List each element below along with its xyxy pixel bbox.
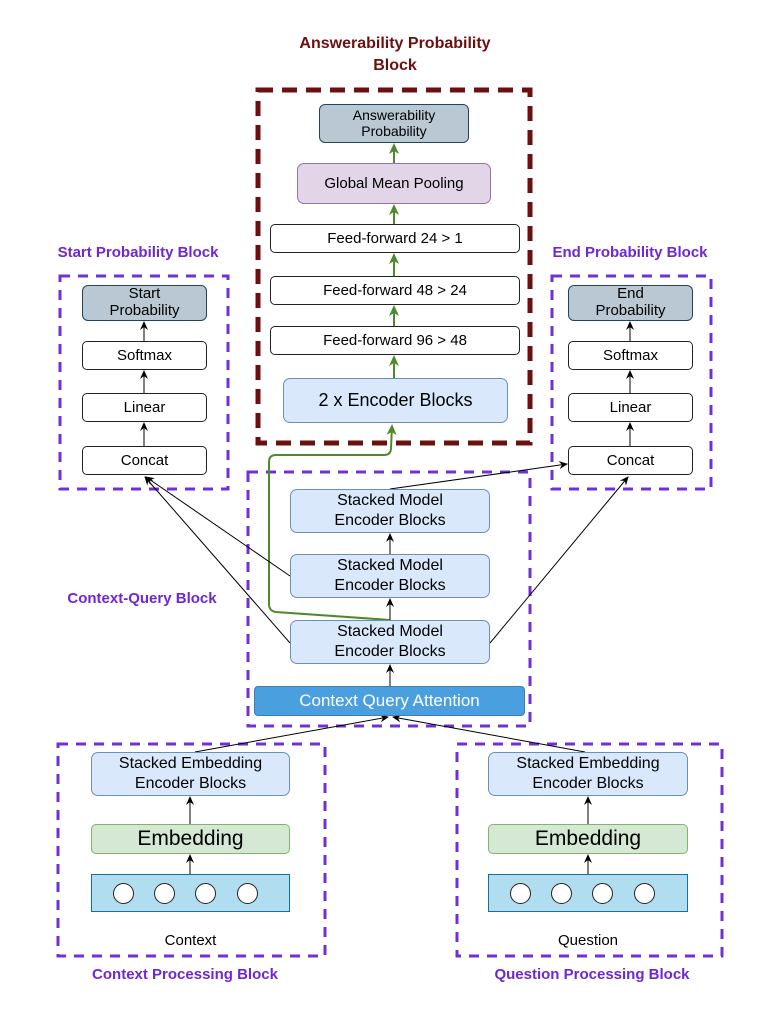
context-input-label: Context	[164, 932, 217, 949]
context-query-attention: Context Query Attention	[254, 686, 525, 716]
context-query-block-title: Context-Query Block	[67, 590, 217, 607]
token-circle	[195, 883, 216, 904]
question-embedding: Embedding	[488, 824, 688, 854]
token-circle	[154, 883, 175, 904]
arrow-question-encoder-to-cqa	[392, 714, 586, 753]
stacked-model-encoder-1: Stacked Model Encoder Blocks	[290, 489, 490, 533]
start-concat: Concat	[82, 446, 207, 475]
global-mean-pooling-layer: Global Mean Pooling	[297, 163, 491, 204]
token-circle	[551, 883, 572, 904]
two-encoder-blocks: 2 x Encoder Blocks	[283, 378, 508, 423]
context-input-tokens	[91, 874, 290, 912]
context-stacked-embedding-encoder: Stacked Embedding Encoder Blocks	[91, 752, 290, 796]
end-probability-output: End Probability	[568, 285, 693, 321]
token-circle	[634, 883, 655, 904]
feed-forward-96-48: Feed-forward 96 > 48	[270, 326, 520, 355]
token-circle	[237, 883, 258, 904]
token-circle	[113, 883, 134, 904]
arrow-model-2-to-start-concat	[145, 476, 291, 577]
stacked-model-encoder-2: Stacked Model Encoder Blocks	[290, 554, 490, 598]
feed-forward-24-1: Feed-forward 24 > 1	[270, 224, 520, 253]
token-circle	[510, 883, 531, 904]
end-concat: Concat	[568, 446, 693, 475]
start-block-title: Start Probability Block	[57, 244, 219, 261]
end-linear: Linear	[568, 393, 693, 422]
end-softmax: Softmax	[568, 341, 693, 370]
question-input-tokens	[488, 874, 688, 912]
answerability-probability-output: Answerability Probability	[319, 104, 469, 143]
arrow-model-1-to-end-concat	[389, 461, 568, 490]
start-softmax: Softmax	[82, 341, 207, 370]
token-circle	[592, 883, 613, 904]
arrow-context-encoder-to-cqa	[194, 714, 389, 753]
start-linear: Linear	[82, 393, 207, 422]
question-processing-block-title: Question Processing Block	[494, 966, 690, 983]
answerability-block-title: Answerability Probability Block	[299, 35, 491, 74]
context-processing-block-title: Context Processing Block	[92, 966, 278, 983]
context-embedding: Embedding	[91, 824, 290, 854]
end-block-title: End Probability Block	[552, 244, 708, 261]
arrow-model-3-to-start-concat	[144, 476, 291, 644]
question-stacked-embedding-encoder: Stacked Embedding Encoder Blocks	[488, 752, 688, 796]
feed-forward-48-24: Feed-forward 48 > 24	[270, 276, 520, 305]
question-input-label: Question	[557, 932, 619, 949]
arrow-model-3-to-end-concat	[489, 476, 629, 644]
start-probability-output: Start Probability	[82, 285, 207, 321]
stacked-model-encoder-3: Stacked Model Encoder Blocks	[290, 620, 490, 664]
